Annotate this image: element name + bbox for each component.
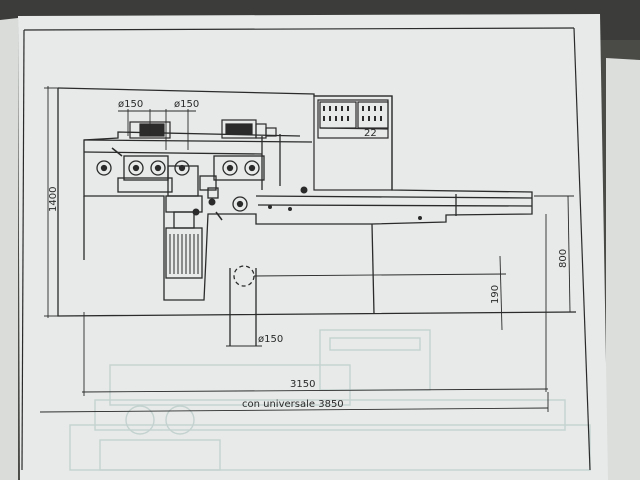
page-frame xyxy=(21,27,591,471)
spindle-unit xyxy=(165,165,219,279)
control-panel-dots xyxy=(323,106,382,121)
dim-outlet-diameter: ø150 xyxy=(258,334,283,345)
dim-height-total: 1400 xyxy=(48,187,59,212)
control-panel xyxy=(313,95,393,191)
dim-length-base: 3150 xyxy=(290,379,315,390)
dim-table-depth: 800 xyxy=(558,249,569,268)
dim-outlet-offset: 190 xyxy=(490,285,501,304)
dimension-lines xyxy=(39,86,574,413)
handles xyxy=(111,147,422,221)
ghost-print-through xyxy=(69,329,591,471)
dim-length-universal: con universale 3850 xyxy=(242,399,344,410)
dim-pulley-right: ø150 xyxy=(174,99,199,110)
top-motors xyxy=(129,119,277,139)
left-page-edge xyxy=(0,18,18,480)
dim-pulley-left: ø150 xyxy=(118,99,143,110)
panel-number: 22 xyxy=(364,128,377,139)
right-page-edge xyxy=(606,58,640,480)
paper-sheet xyxy=(18,14,608,480)
feed-rollers xyxy=(96,155,265,212)
lower-motor-fins xyxy=(169,234,199,274)
